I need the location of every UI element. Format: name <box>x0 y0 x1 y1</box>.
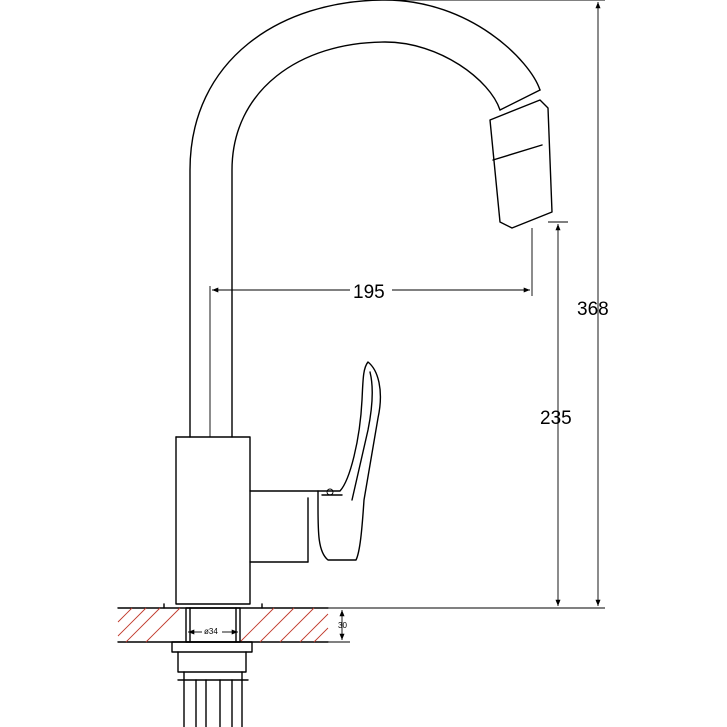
dimension-outlet-height: 235 <box>540 221 572 606</box>
dimension-shank-diameter: ø34 <box>188 627 238 636</box>
countertop-section <box>117 607 329 643</box>
outlet-height-label: 235 <box>540 408 572 429</box>
dimension-reach: 195 <box>209 228 533 437</box>
spray-nozzle <box>489 99 553 229</box>
shank-diameter-label: ø34 <box>204 627 218 636</box>
overall-height-label: 368 <box>577 299 609 320</box>
dimension-overall-height: 368 <box>325 0 609 609</box>
reach-label: 195 <box>353 282 385 303</box>
spout <box>189 0 541 438</box>
faucet-body <box>175 436 319 605</box>
mounting-shank <box>163 603 263 727</box>
deck-thickness-label: 30 <box>338 621 347 630</box>
lever-handle <box>317 361 382 561</box>
dimension-deck-thickness: 30 <box>320 610 350 643</box>
